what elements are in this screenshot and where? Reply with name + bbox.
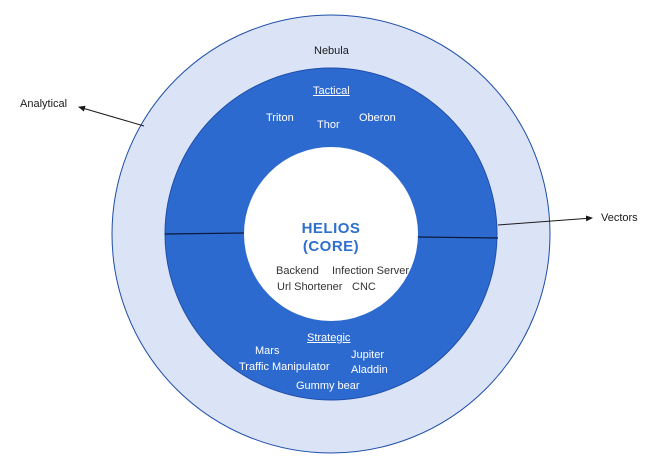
arrow-vectors — [497, 215, 593, 226]
tactical-title: Tactical — [313, 85, 350, 97]
core-title: HELIOS (CORE) — [291, 220, 371, 256]
tactical-item-thor: Thor — [317, 119, 340, 131]
vectors-label: Vectors — [601, 212, 638, 224]
analytical-label: Analytical — [20, 98, 68, 110]
tactical-item-oberon: Oberon — [359, 112, 396, 124]
core-title-line2: (CORE) — [302, 238, 360, 255]
divider-left — [164, 232, 245, 235]
core-item-url-shortener: Url Shortener — [277, 281, 343, 293]
strategic-item-aladdin: Aladdin — [351, 364, 388, 376]
tactical-item-triton: Triton — [266, 112, 294, 124]
strategic-item-gummy-bear: Gummy bear — [296, 380, 360, 392]
strategic-item-traffic-manipulator: Traffic Manipulator — [239, 361, 330, 373]
strategic-item-jupiter: Jupiter — [351, 349, 385, 361]
strategic-item-mars: Mars — [255, 345, 280, 357]
core-circle — [244, 147, 418, 321]
arrow-analytical — [78, 105, 145, 127]
core-title-line1: HELIOS — [301, 220, 361, 237]
divider-right — [417, 236, 499, 239]
core-item-cnc: CNC — [352, 281, 376, 293]
strategic-title: Strategic — [307, 332, 351, 344]
core-item-backend: Backend — [276, 265, 319, 277]
core-item-infection-server: Infection Server — [332, 265, 410, 277]
nebula-label: Nebula — [314, 45, 349, 57]
